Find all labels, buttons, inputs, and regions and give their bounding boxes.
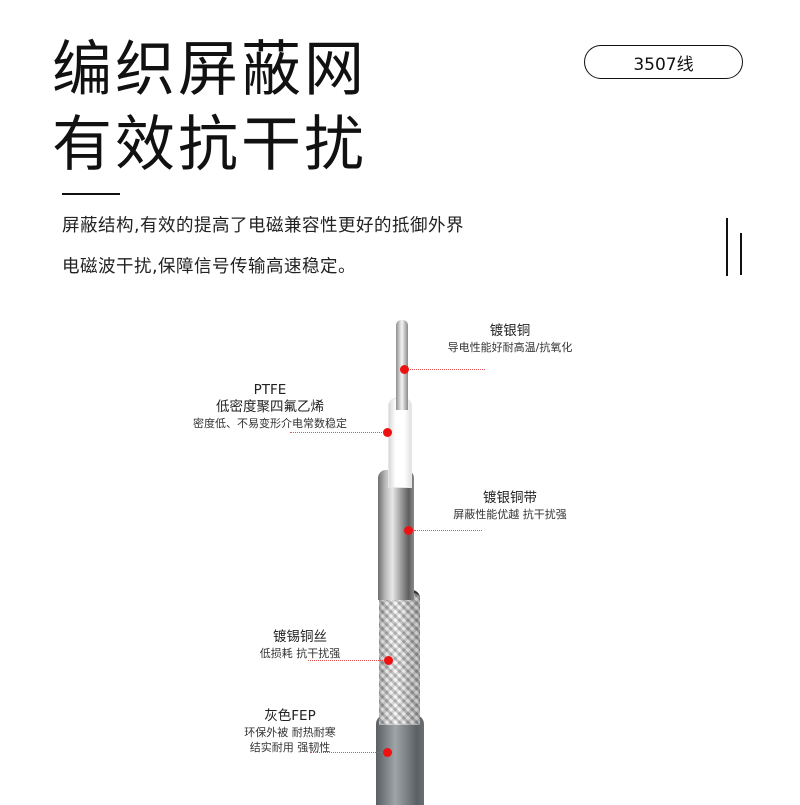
marker-dot xyxy=(384,656,393,665)
model-badge: 3507线 xyxy=(584,45,743,79)
decorative-vertical-line xyxy=(726,218,728,276)
decorative-vertical-line xyxy=(740,233,742,275)
label-title: 镀锡铜丝 xyxy=(273,629,327,645)
marker-dot xyxy=(404,526,413,535)
label-subtitle: 低密度聚四氟乙烯 xyxy=(216,399,324,415)
marker-dot xyxy=(383,748,392,757)
leader-line xyxy=(308,660,383,661)
label-detail: 密度低、不易变形介电常数稳定 xyxy=(193,417,347,430)
label-detail: 结实耐用 强韧性 xyxy=(249,741,331,754)
label-tape: 镀银铜带 屏蔽性能优越 抗干扰强 xyxy=(440,490,580,522)
title-underline xyxy=(62,193,120,195)
cable-jacket-fep xyxy=(376,715,424,805)
label-braid: 镀锡铜丝 低损耗 抗干扰强 xyxy=(250,629,350,661)
cable-ptfe-dielectric xyxy=(388,398,412,488)
label-conductor: 镀银铜 导电性能好耐高温/抗氧化 xyxy=(440,323,580,355)
headline-line-1: 编织屏蔽网 xyxy=(52,35,367,105)
headline-line-2: 有效抗干扰 xyxy=(52,110,367,180)
label-title: 镀银铜带 xyxy=(483,490,537,506)
cable-silver-copper-tape xyxy=(378,470,414,600)
label-detail: 环保外被 耐热耐寒 xyxy=(244,726,336,739)
leader-line xyxy=(410,369,485,370)
model-badge-label: 3507线 xyxy=(633,54,694,75)
leader-line xyxy=(414,530,482,531)
leader-line xyxy=(310,752,382,753)
label-detail: 导电性能好耐高温/抗氧化 xyxy=(447,341,573,354)
description-line-1: 屏蔽结构,有效的提高了电磁兼容性更好的抵御外界 xyxy=(62,216,465,236)
description-line-2: 电磁波干扰,保障信号传输高速稳定。 xyxy=(62,257,357,277)
leader-line xyxy=(290,432,382,433)
label-ptfe: PTFE 低密度聚四氟乙烯 密度低、不易变形介电常数稳定 xyxy=(180,382,360,431)
label-detail: 低损耗 抗干扰强 xyxy=(259,647,341,660)
label-title: 灰色FEP xyxy=(264,708,316,724)
label-title: PTFE xyxy=(253,382,287,398)
label-jacket: 灰色FEP 环保外被 耐热耐寒 结实耐用 强韧性 xyxy=(240,708,340,755)
marker-dot xyxy=(383,428,392,437)
label-detail: 屏蔽性能优越 抗干扰强 xyxy=(453,508,567,521)
label-title: 镀银铜 xyxy=(489,323,531,339)
marker-dot xyxy=(400,365,409,374)
